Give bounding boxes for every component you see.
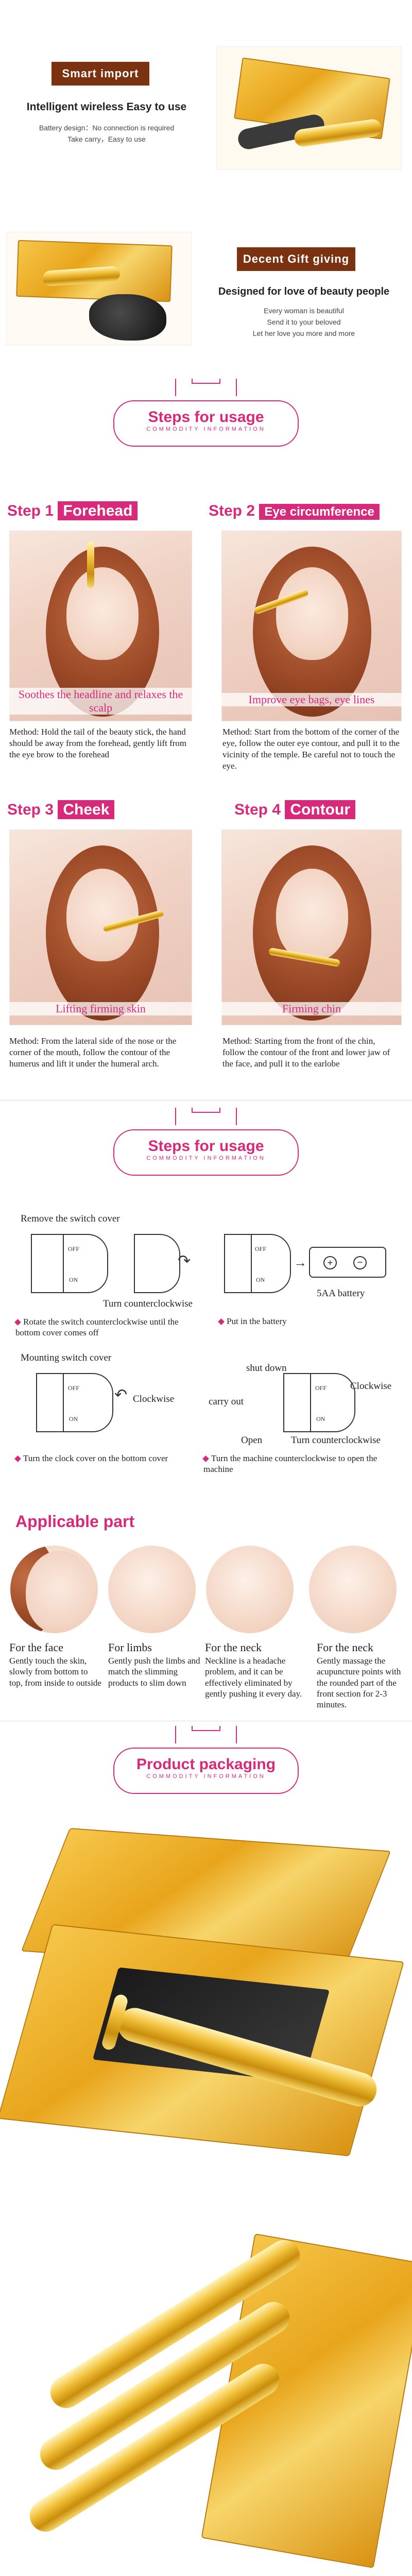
face-photo xyxy=(10,1546,98,1633)
packaging-sub: COMMODITY INFORMATION xyxy=(146,1773,266,1780)
battery-label: 5AA battery xyxy=(317,1288,365,1299)
step-4-name: Contour xyxy=(285,800,356,819)
product-photo-gift xyxy=(6,232,192,345)
step-4-heading: Step 4 Contour xyxy=(234,800,356,819)
bullet-icon xyxy=(218,1318,225,1325)
top-headline: Intelligent wireless Easy to use xyxy=(26,101,187,113)
steps-usage-title-2: Steps for usage xyxy=(148,1138,264,1155)
switch-cover-sketch-1: OFF ON xyxy=(31,1234,108,1293)
sketch-off-2: OFF xyxy=(255,1245,267,1252)
part-2-name: For limbs xyxy=(108,1641,152,1654)
mounting-label: Mounting switch cover xyxy=(21,1352,112,1363)
step-2-caption: Improve eye bags, eye lines xyxy=(221,693,402,706)
clockwise-label-1: Clockwise xyxy=(133,1394,175,1404)
step-1-heading: Step 1 Forehead xyxy=(7,501,138,520)
battery-sketch: + − xyxy=(309,1247,386,1278)
step-4-number: Step 4 xyxy=(234,801,281,818)
ccw-label-2: Turn counterclockwise xyxy=(291,1435,381,1446)
gift-label: Decent Gift giving xyxy=(237,247,355,271)
note-rotate: Rotate the switch counterclockwise until… xyxy=(14,1316,201,1338)
note-clock-text: Turn the clock cover on the bottom cover xyxy=(23,1453,168,1463)
part-4-desc: Gently massage the acupuncture points wi… xyxy=(317,1656,401,1709)
top-line-1: Battery design：No connection is required xyxy=(39,124,175,132)
steps-usage-sub-2: COMMODITY INFORMATION xyxy=(146,1155,266,1161)
step-3-heading: Step 3 Cheek xyxy=(7,800,115,819)
note-machine: Turn the machine counterclockwise to ope… xyxy=(202,1453,404,1475)
switch-cover-sketch-4: OFF ON xyxy=(283,1373,355,1432)
gift-line-1: Every woman is beautiful xyxy=(264,307,344,315)
sketch-on-4: ON xyxy=(316,1415,325,1422)
packaging-title: Product packaging xyxy=(136,1756,276,1773)
note-put-text: Put in the battery xyxy=(227,1316,287,1326)
step-2-heading: Step 2 Eye circumference xyxy=(209,502,380,520)
bullet-icon xyxy=(14,1455,21,1462)
part-3-name: For the neck xyxy=(205,1641,262,1654)
note-clock: Turn the clock cover on the bottom cover xyxy=(14,1453,201,1464)
step-1-name: Forehead xyxy=(58,501,138,520)
arrow-ccw-1: ↷ xyxy=(178,1252,191,1269)
sketch-on-1: ON xyxy=(69,1276,78,1283)
step-2-method: Method: Start from the bottom of the cor… xyxy=(222,727,400,771)
note-machine-text: Turn the machine counterclockwise to ope… xyxy=(203,1453,377,1475)
top-line-2: Take carry，Easy to use xyxy=(67,135,146,143)
sketch-off-1: OFF xyxy=(68,1245,80,1252)
limbs-photo xyxy=(108,1546,196,1633)
neck-photo-1 xyxy=(206,1546,294,1633)
step-3-name: Cheek xyxy=(58,800,115,819)
part-1-desc: Gently touch the skin, slowly from botto… xyxy=(9,1656,101,1688)
note-put: Put in the battery xyxy=(218,1316,287,1327)
switch-cover-sketch-3: OFF ON xyxy=(36,1373,113,1432)
part-4-name: For the neck xyxy=(317,1641,373,1654)
step-3-caption: Lifting firming skin xyxy=(9,1002,192,1015)
carry-out-label: carry out xyxy=(209,1396,244,1407)
neck-photo-2 xyxy=(309,1546,397,1633)
step-4-method: Method: Starting from the front of the c… xyxy=(222,1036,390,1069)
shut-down-label: shut down xyxy=(246,1363,287,1374)
step-2-name: Eye circumference xyxy=(259,504,380,520)
remove-cover-label: Remove the switch cover xyxy=(21,1213,120,1224)
open-label: Open xyxy=(241,1435,263,1446)
packaging-banner: Product packaging COMMODITY INFORMATION xyxy=(113,1726,299,1803)
packaging-photo-1 xyxy=(0,1824,404,2195)
step-1-number: Step 1 xyxy=(7,502,54,519)
sketch-off-3: OFF xyxy=(68,1384,80,1392)
gift-line-3: Let her love you more and more xyxy=(252,329,355,337)
arrow-right-1: → xyxy=(294,1255,307,1270)
steps-usage-title-1: Steps for usage xyxy=(148,409,264,426)
bullet-icon xyxy=(14,1319,21,1326)
part-2-desc: Gently push the limbs and match the slim… xyxy=(108,1656,200,1688)
step-3-number: Step 3 xyxy=(7,801,54,818)
steps-usage-sub-1: COMMODITY INFORMATION xyxy=(146,426,266,432)
applicable-title: Applicable part xyxy=(15,1512,135,1531)
step-2-photo xyxy=(221,531,402,721)
step-1-method: Method: Hold the tail of the beauty stic… xyxy=(9,727,187,760)
bullet-icon xyxy=(202,1455,209,1462)
note-rotate-text: Rotate the switch counterclockwise until… xyxy=(15,1317,179,1338)
arrow-cw-1: ↶ xyxy=(114,1386,128,1403)
product-photo-top xyxy=(216,46,402,170)
steps-usage-banner-1: Steps for usage COMMODITY INFORMATION xyxy=(113,379,299,456)
cap-sketch-1 xyxy=(134,1234,180,1293)
step-3-photo xyxy=(9,829,192,1025)
sketch-on-2: ON xyxy=(256,1276,265,1283)
part-1-name: For the face xyxy=(9,1641,64,1654)
step-4-photo xyxy=(221,829,402,1025)
switch-cover-sketch-2: OFF ON xyxy=(224,1234,291,1293)
turn-ccw-label: Turn counterclockwise xyxy=(103,1298,193,1309)
step-1-caption: Soothes the headline and relaxes the sca… xyxy=(9,688,192,715)
step-2-number: Step 2 xyxy=(209,502,255,519)
step-3-method: Method: From the lateral side of the nos… xyxy=(9,1036,177,1069)
smart-import-label: Smart import xyxy=(52,62,149,86)
steps-usage-banner-2: Steps for usage COMMODITY INFORMATION xyxy=(113,1108,299,1185)
sketch-off-4: OFF xyxy=(315,1384,327,1392)
clockwise-label-2: Clockwise xyxy=(350,1381,392,1392)
packaging-photo-2 xyxy=(0,2215,412,2576)
gift-headline: Designed for love of beauty people xyxy=(218,286,390,297)
part-3-desc: Neckline is a headache problem, and it c… xyxy=(205,1656,302,1699)
step-4-caption: Firming chin xyxy=(221,1002,402,1015)
gift-line-2: Send it to your beloved xyxy=(267,318,341,326)
sketch-on-3: ON xyxy=(69,1415,78,1422)
